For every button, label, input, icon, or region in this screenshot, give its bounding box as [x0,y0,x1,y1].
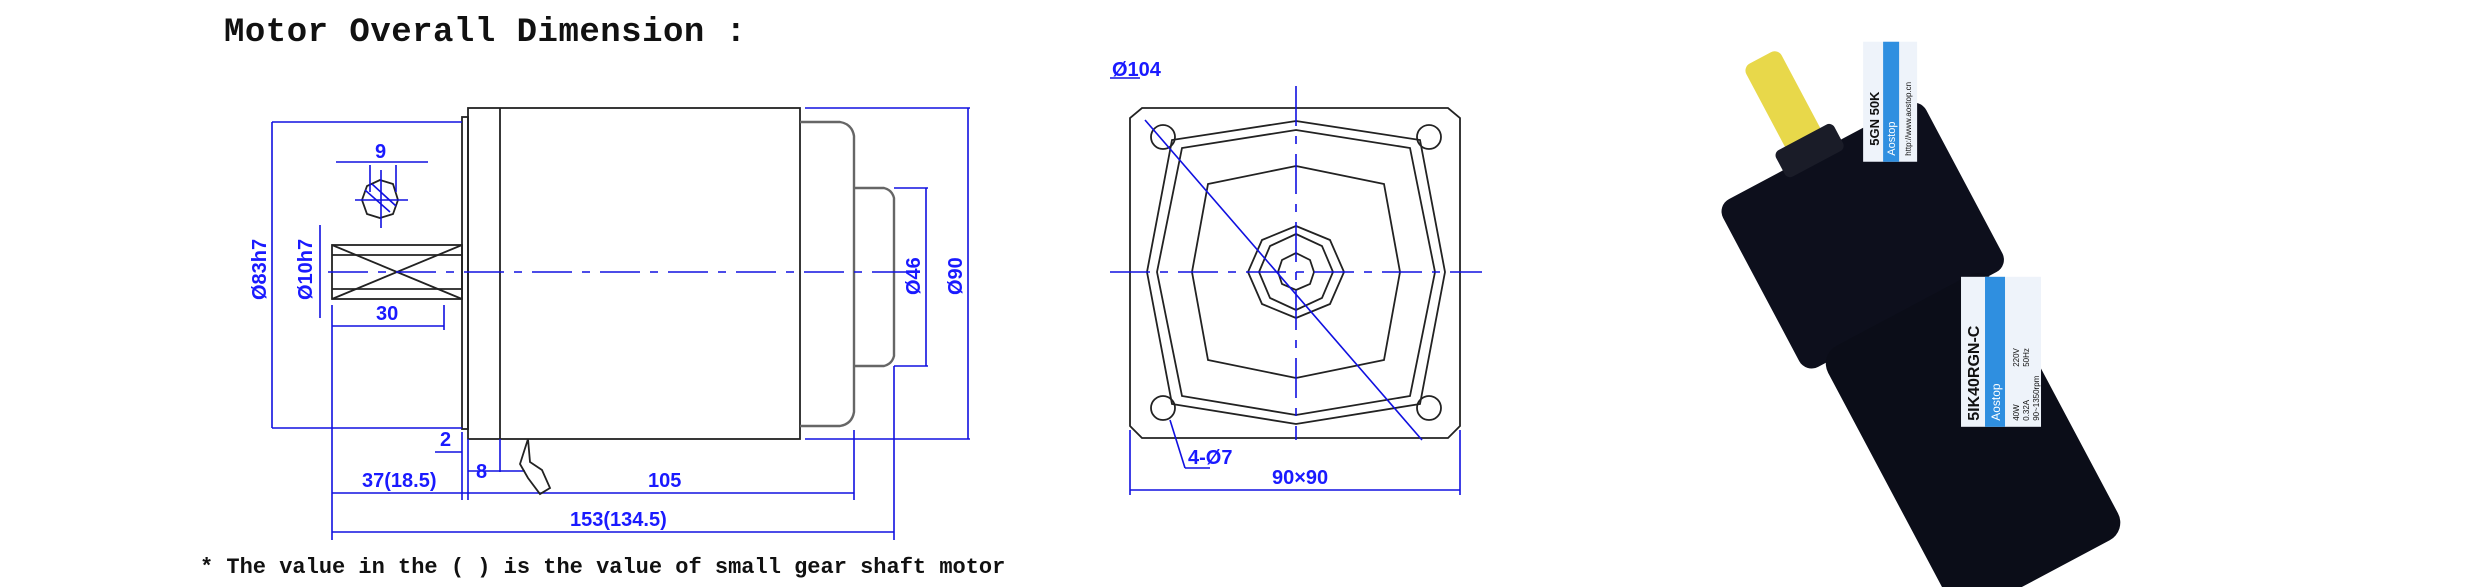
svg-text:220V: 220V [2012,347,2021,366]
bolt-circle-label: Ø104 [1112,59,1162,81]
pilot-dia-label: Ø83h7 [249,239,271,300]
svg-text:Aostop: Aostop [1886,121,1898,155]
yellow-shaft [1745,51,1827,162]
svg-text:90~1350rpm: 90~1350rpm [2032,375,2041,420]
motor-body-outline [467,107,801,440]
svg-text:0.32A: 0.32A [2022,399,2031,421]
shaft-ext-label: 37(18.5) [362,470,437,492]
front-view: Ø104 4-Ø7 90×90 [1110,59,1482,495]
motor-photo: 5GN 50K Aostop http://www.aostop.cn 5IK4… [1721,41,2121,587]
svg-text:Aostop: Aostop [1989,383,2003,421]
flange-square [1129,107,1461,439]
side-view: 9 Ø83h7 Ø10h7 30 Ø90 Ø46 2 8 37(18.5) [249,107,970,540]
motor-model: 5IK40RGN-C [1966,325,1983,421]
body-len-label: 105 [648,470,681,492]
square-label: 90×90 [1272,467,1328,489]
svg-text:http://www.aostop.cn: http://www.aostop.cn [1904,82,1913,156]
footnote: * The value in the ( ) is the value of s… [200,555,1006,580]
svg-text:50Hz: 50Hz [2022,348,2031,367]
page-title: Motor Overall Dimension : [224,14,747,52]
key-width-label: 9 [375,141,386,163]
rear-dia-label: Ø46 [903,257,925,295]
shaft-len-label: 30 [376,303,398,325]
body-dia-label: Ø90 [945,257,967,295]
total-len-label: 153(134.5) [570,509,667,531]
holes-label: 4-Ø7 [1188,447,1232,469]
flange-step-label: 2 [440,429,451,451]
shaft-dia-label: Ø10h7 [295,239,317,300]
flange-thk-label: 8 [476,461,487,483]
svg-text:5GN 50K: 5GN 50K [1867,91,1882,146]
svg-text:40W: 40W [2012,404,2021,421]
